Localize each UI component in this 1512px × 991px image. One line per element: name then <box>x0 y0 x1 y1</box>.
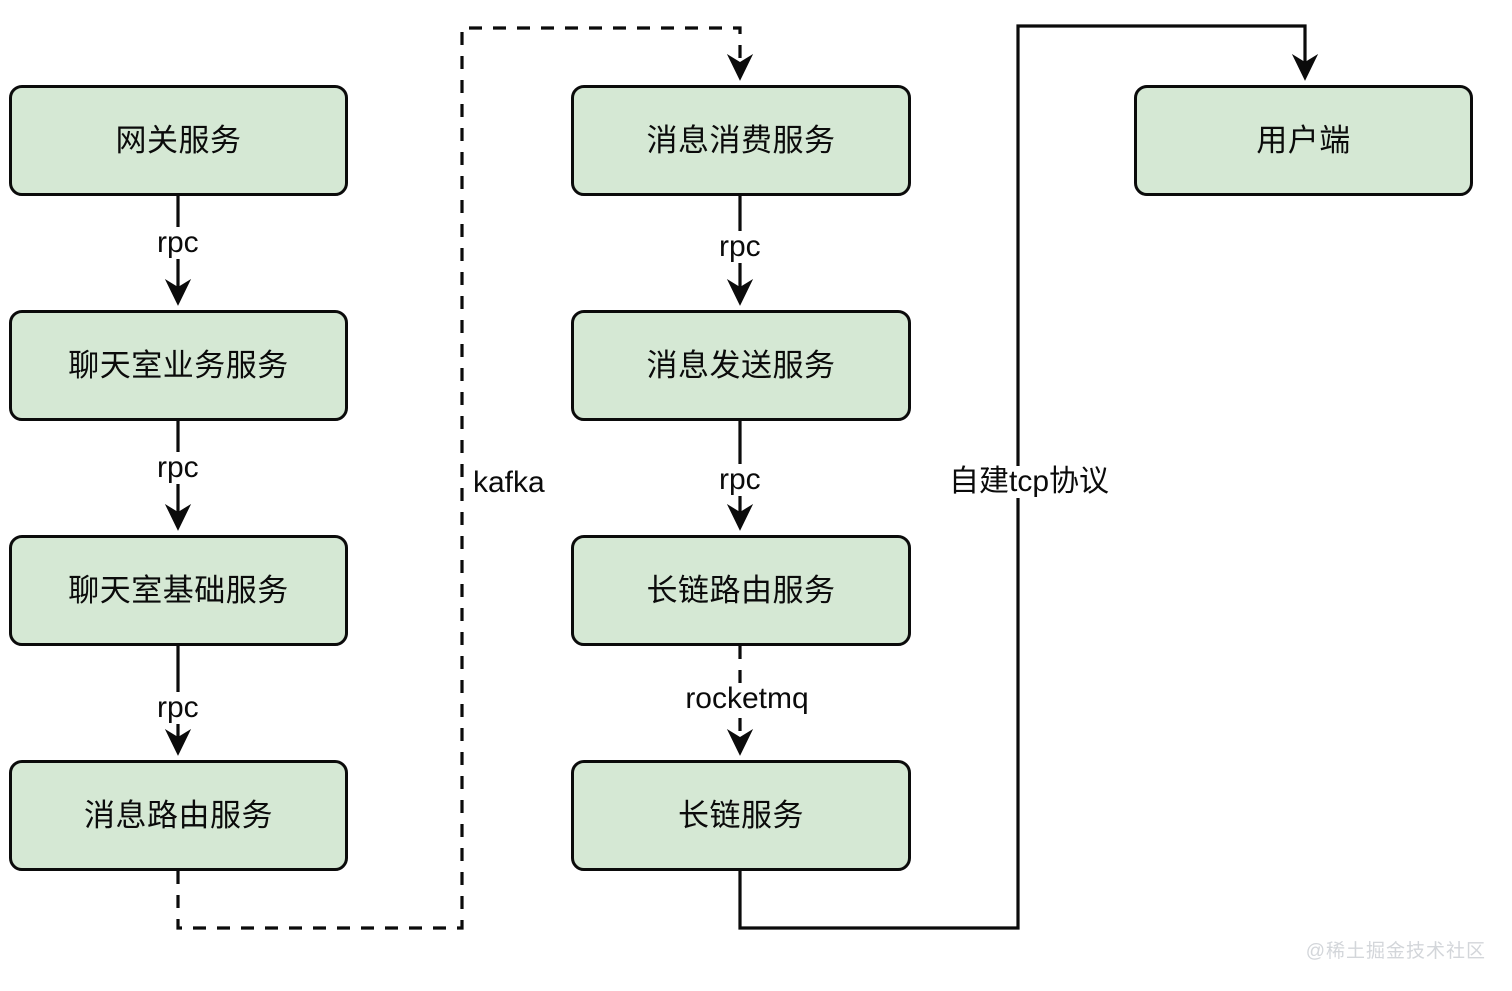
edge-label-tcp-protocol: 自建tcp协议 <box>943 466 1115 498</box>
node-msg-consume-label: 消息消费服务 <box>646 123 836 158</box>
node-client-label: 用户端 <box>1256 123 1351 158</box>
node-gateway[interactable]: 网关服务 <box>9 85 348 196</box>
edge-label-rpc-chatroom-biz-base: rpc <box>152 452 204 484</box>
node-chatroom-biz[interactable]: 聊天室业务服务 <box>9 310 348 421</box>
node-msg-send[interactable]: 消息发送服务 <box>571 310 911 421</box>
node-msg-route-label: 消息路由服务 <box>84 798 273 833</box>
node-msg-route[interactable]: 消息路由服务 <box>9 760 348 871</box>
node-chatroom-biz-label: 聊天室业务服务 <box>68 348 289 383</box>
node-msg-send-label: 消息发送服务 <box>646 348 836 383</box>
edge-label-kafka: kafka <box>468 467 550 499</box>
edge-label-rpc-msg-consume-msg-send: rpc <box>714 231 766 263</box>
edge-label-rpc-chatroom-base-msg-route: rpc <box>152 692 204 724</box>
node-longlink-label: 长链服务 <box>678 798 804 833</box>
node-client[interactable]: 用户端 <box>1134 85 1473 196</box>
node-chatroom-base-label: 聊天室基础服务 <box>68 573 289 608</box>
node-msg-consume[interactable]: 消息消费服务 <box>571 85 911 196</box>
node-longlink-route[interactable]: 长链路由服务 <box>571 535 911 646</box>
edge-label-rocketmq: rocketmq <box>680 683 814 715</box>
node-gateway-label: 网关服务 <box>115 123 242 158</box>
node-longlink-route-label: 长链路由服务 <box>646 573 836 608</box>
node-chatroom-base[interactable]: 聊天室基础服务 <box>9 535 348 646</box>
node-longlink[interactable]: 长链服务 <box>571 760 911 871</box>
edge-label-rpc-gateway-chatroom-biz: rpc <box>152 227 204 259</box>
watermark: @稀土掘金技术社区 <box>1305 941 1486 962</box>
edge-label-rpc-msg-send-longlink-route: rpc <box>714 464 766 496</box>
